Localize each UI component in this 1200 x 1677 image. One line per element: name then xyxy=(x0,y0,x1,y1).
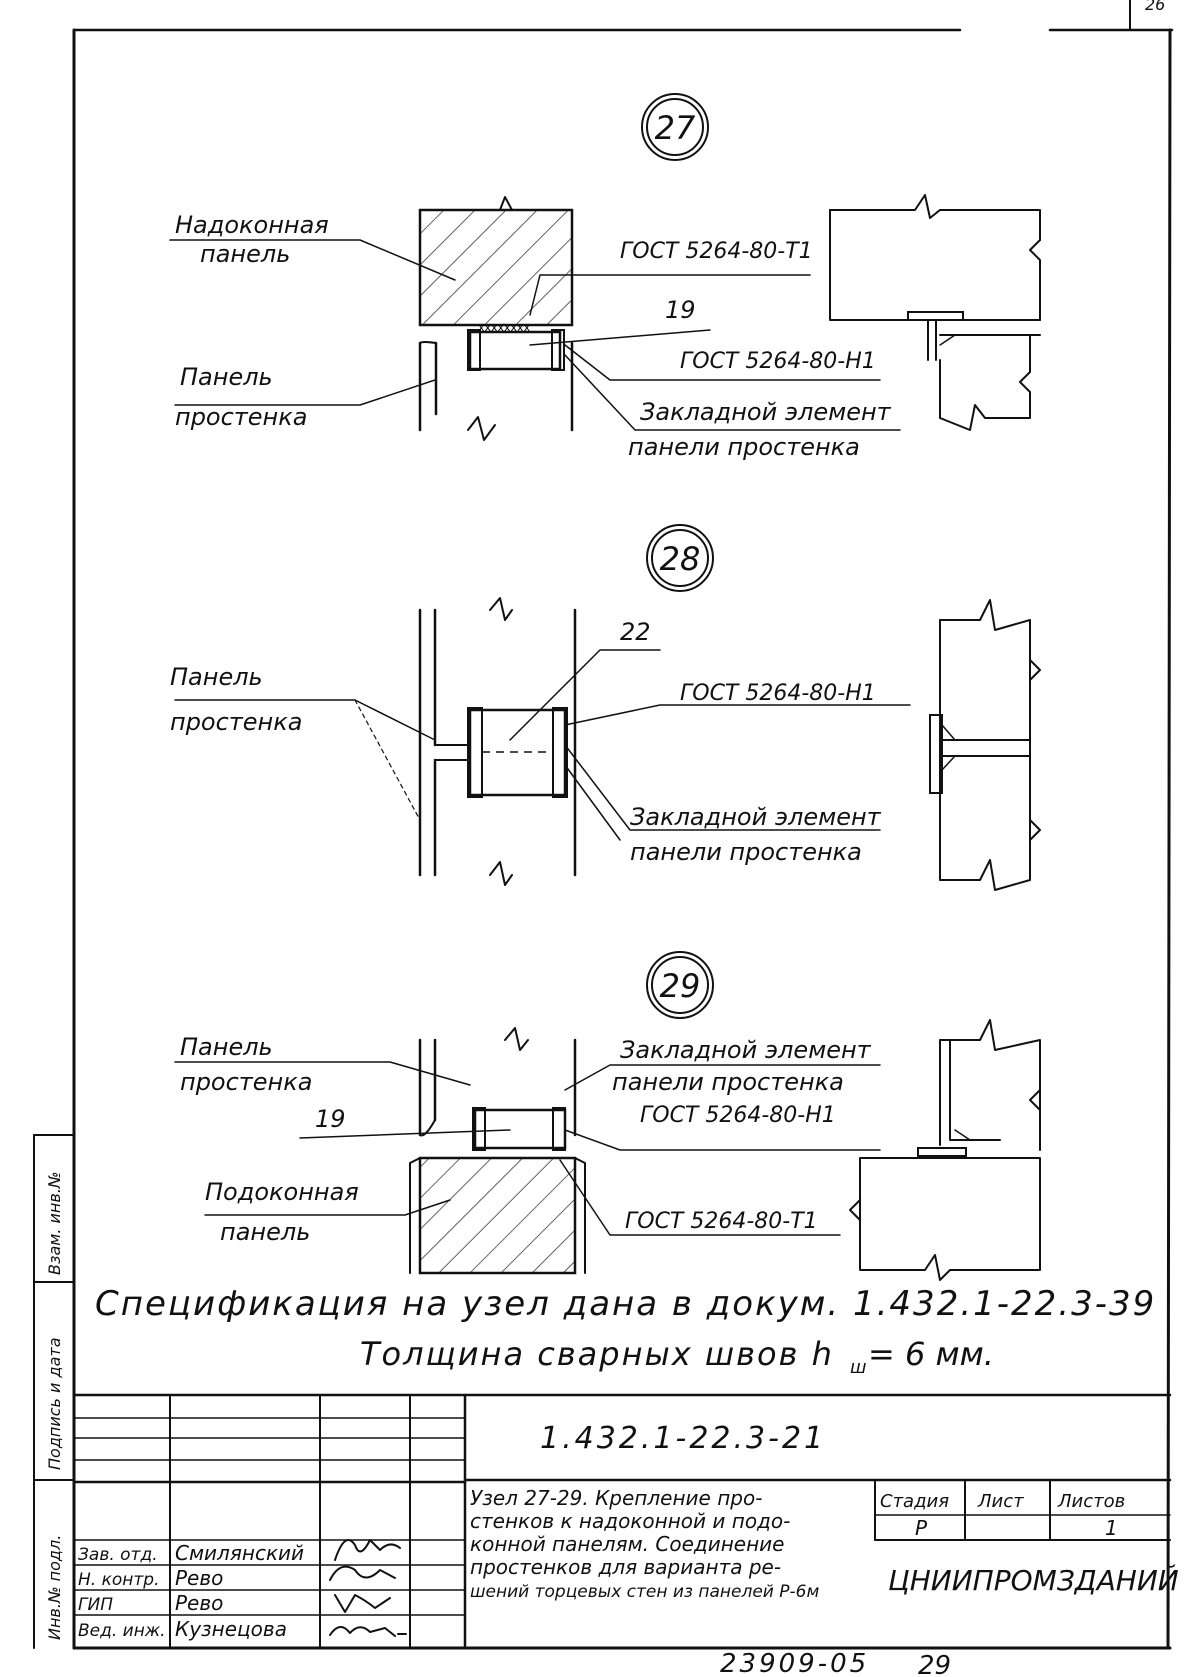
note-weld-sub: ш xyxy=(850,1357,866,1378)
side-stamp: Взам. инв.№ Подпись и дата Инв.№ подл. xyxy=(33,1134,75,1649)
role: Вед. инж. xyxy=(78,1621,166,1641)
label-lower-panel-2: панель xyxy=(220,1218,310,1246)
stage-value: Р xyxy=(915,1516,928,1540)
label-item-22: 22 xyxy=(620,618,651,646)
role: ГИП xyxy=(78,1595,113,1615)
label-upper-panel-2: панель xyxy=(200,240,290,268)
signature-4 xyxy=(329,1626,407,1637)
detail-number: 29 xyxy=(660,967,701,1005)
note-weld-thickness: Толщина сварных швов h ш = 6 мм. xyxy=(360,1335,994,1378)
stamp-inv-vzam: Взам. инв.№ xyxy=(45,1171,64,1275)
label-panel-2: простенка xyxy=(170,708,302,736)
label-embed-2: панели простенка xyxy=(630,838,862,866)
role: Н. контр. xyxy=(78,1570,159,1590)
archive-number: 23909-05 xyxy=(720,1649,869,1677)
title-line: простенков для варианта ре- xyxy=(470,1555,781,1579)
label-weld-t1: ГОСТ 5264-80-Т1 xyxy=(625,1209,818,1234)
doc-code: 1.432.1-22.3-21 xyxy=(540,1421,826,1456)
title-line: конной панелям. Соединение xyxy=(470,1532,784,1556)
detail-27: 27 xxxxxxxx Надоконная панель Панель про… xyxy=(169,93,1041,461)
label-weld-h1: ГОСТ 5264-80-Н1 xyxy=(680,349,876,374)
label-embed: Закладной элемент xyxy=(630,803,882,831)
label-lower-panel: Панель xyxy=(180,363,273,391)
title-line: шений торцевых стен из панелей Р-6м xyxy=(470,1582,819,1602)
sheet-header: Лист xyxy=(977,1491,1024,1512)
label-weld-h1: ГОСТ 5264-80-Н1 xyxy=(640,1103,836,1128)
role: Зав. отд. xyxy=(78,1545,158,1565)
person-name: Рево xyxy=(175,1591,223,1615)
signature-1 xyxy=(334,1539,401,1561)
note-specification: Спецификация на узел дана в докум. 1.432… xyxy=(95,1284,1156,1324)
person-name: Смилянский xyxy=(175,1541,304,1565)
label-embed: Закладной элемент xyxy=(620,1036,872,1064)
title-text: Узел 27-29. Крепление про- стенков к над… xyxy=(470,1486,819,1602)
label-upper-panel-2: простенка xyxy=(180,1068,312,1096)
label-embed-2: панели простенка xyxy=(612,1068,844,1096)
sheets-value: 1 xyxy=(1105,1516,1118,1540)
label-item-19: 19 xyxy=(665,296,696,324)
page-number: 29 xyxy=(918,1651,951,1677)
detail-28: 28 Панель простенка 22 ГОСТ 5264-80-Н1 З… xyxy=(170,524,1041,891)
upper-panel-section xyxy=(418,208,574,327)
lower-panel-section xyxy=(418,1156,577,1275)
title-line: Узел 27-29. Крепление про- xyxy=(470,1486,762,1510)
label-lower-panel: Подоконная xyxy=(205,1178,359,1206)
person-name: Рево xyxy=(175,1566,223,1590)
label-panel: Панель xyxy=(170,663,263,691)
signatures: Зав. отд. Смилянский Н. контр. Рево ГИП … xyxy=(78,1539,407,1641)
detail-number: 28 xyxy=(660,540,701,578)
organization: ЦНИИПРОМЗДАНИЙ xyxy=(888,1563,1179,1597)
label-upper-panel: Надоконная xyxy=(175,211,329,239)
label-weld-t1: ГОСТ 5264-80-Т1 xyxy=(620,239,813,264)
label-embed-2: панели простенка xyxy=(628,433,860,461)
sheets-header: Листов xyxy=(1057,1491,1125,1512)
stage-header: Стадия xyxy=(880,1491,949,1512)
label-lower-panel-2: простенка xyxy=(175,403,307,431)
detail-number: 27 xyxy=(655,109,696,147)
signature-3 xyxy=(334,1594,391,1613)
stamp-inv-podl: Инв.№ подл. xyxy=(45,1535,64,1640)
sheet-corner-number: 26 xyxy=(1145,0,1165,14)
note-weld-text: Толщина сварных швов h xyxy=(360,1335,834,1373)
stamp-sign-date: Подпись и дата xyxy=(45,1337,64,1470)
signature-2 xyxy=(329,1565,396,1581)
label-upper-panel: Панель xyxy=(180,1033,273,1061)
label-embed: Закладной элемент xyxy=(640,398,892,426)
label-weld-h1: ГОСТ 5264-80-Н1 xyxy=(680,681,876,706)
title-block xyxy=(72,1393,1172,1650)
label-item-19: 19 xyxy=(315,1105,346,1133)
title-line: стенков к надоконной и подо- xyxy=(470,1509,790,1533)
sheet-frame xyxy=(72,0,1174,1650)
person-name: Кузнецова xyxy=(175,1617,287,1641)
detail-29: 29 Панель простенка 19 Закладной элемент… xyxy=(174,951,1041,1281)
note-weld-value: = 6 мм. xyxy=(868,1335,994,1373)
weld-marks: xxxxxxxx xyxy=(478,321,531,334)
